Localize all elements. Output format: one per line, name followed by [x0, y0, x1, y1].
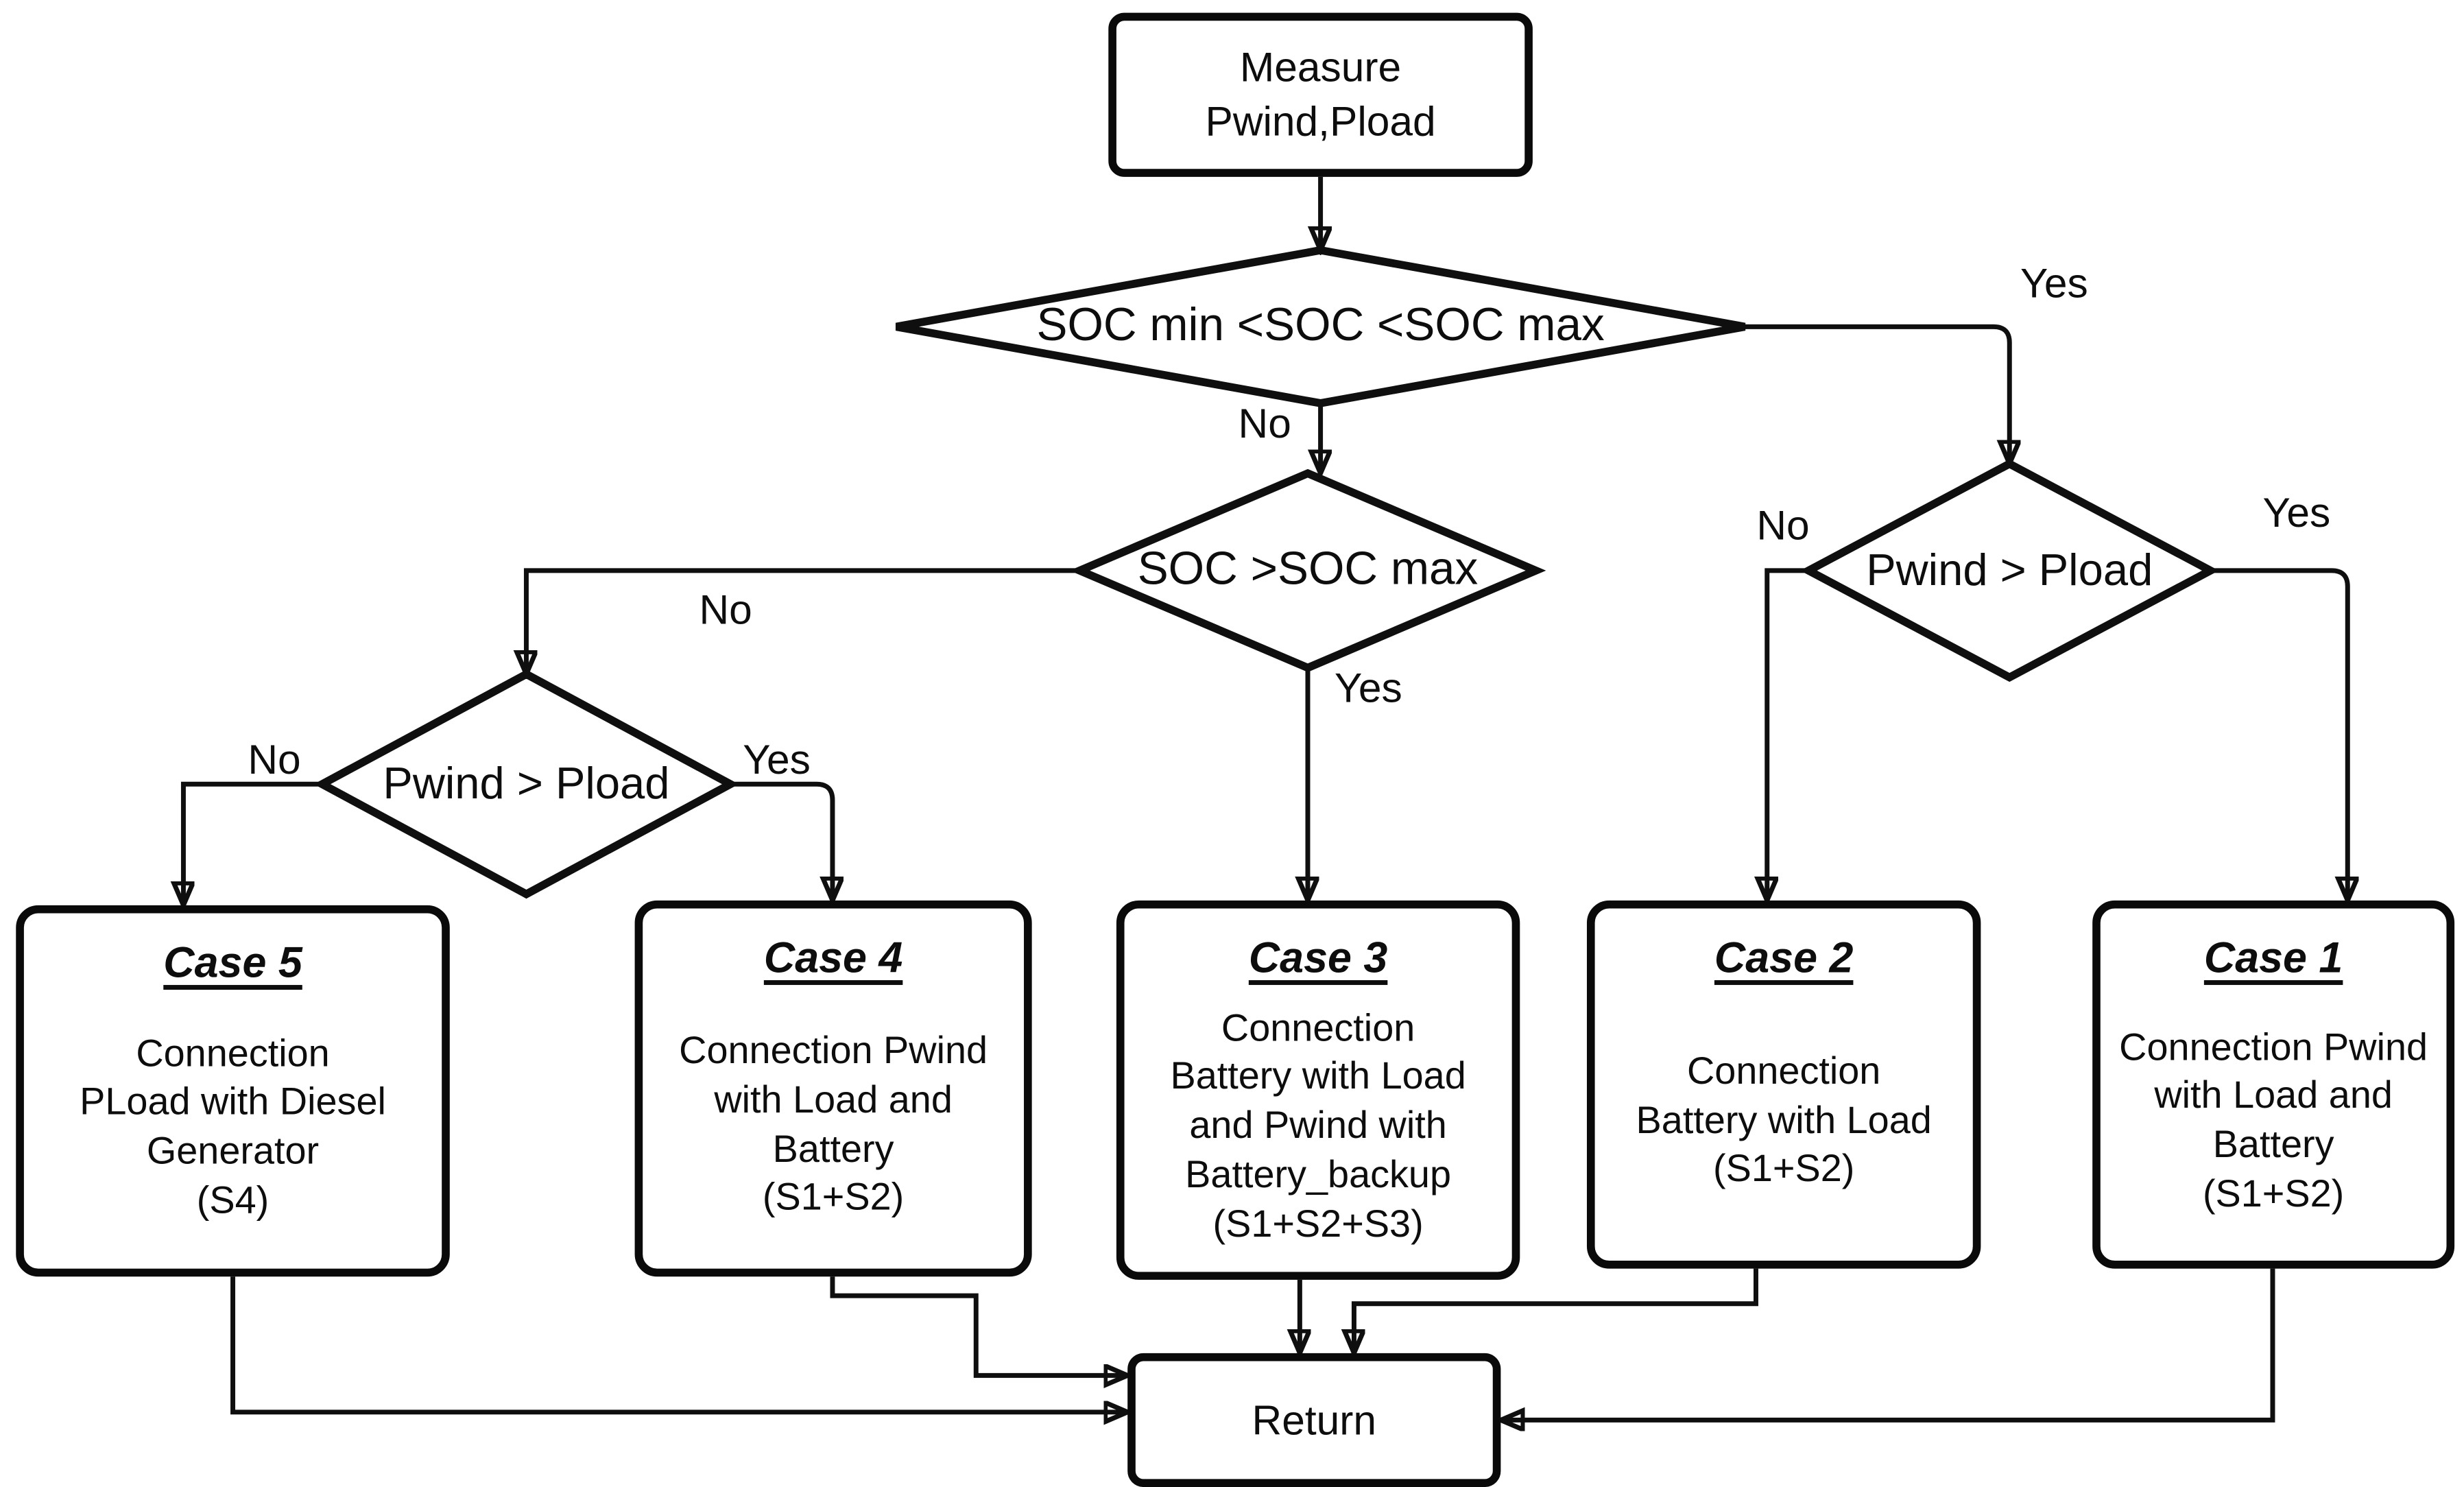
case4-body: Connection Pwind with Load and Battery (…: [679, 1030, 988, 1220]
connector-pwind-right-no-to-case2: [1767, 568, 1809, 901]
connector-soc-range-yes: [1745, 324, 2009, 464]
connector-pwind-right-yes-to-case1: [2210, 568, 2347, 901]
case3-body: Connection Battery with Load and Pwind w…: [1170, 1006, 1466, 1246]
case1-body: Connection Pwind with Load and Battery (…: [2119, 1025, 2428, 1216]
start-box-label: Measure Pwind,Pload: [1205, 43, 1436, 145]
start-box: Measure Pwind,Pload: [1108, 12, 1533, 177]
label-soc-range-no: No: [1238, 399, 1291, 447]
decision-pwind-pload-right-diamond: [1799, 459, 2219, 682]
case5-body: Connection PLoad with Diesel Generator (…: [80, 1032, 386, 1222]
label-soc-max-no: No: [699, 585, 752, 634]
case3-title: Case 3: [1248, 933, 1388, 982]
case5-title: Case 5: [163, 938, 302, 987]
case2-body: Connection Battery with Load (S1+S2): [1636, 1050, 1932, 1191]
connector-case1-to-return: [1500, 1268, 2275, 1420]
case3-box: Case 3 Connection Battery with Load and …: [1116, 900, 1520, 1280]
decision-soc-max-diamond: [1069, 468, 1546, 672]
connector-soc-max-no: [526, 568, 1080, 674]
label-pwind-right-yes: Yes: [2262, 488, 2331, 536]
connector-case4-to-return: [830, 1276, 1127, 1375]
case5-box: Case 5 Connection PLoad with Diesel Gene…: [16, 905, 450, 1277]
case4-box: Case 4 Connection Pwind with Load and Ba…: [634, 900, 1032, 1277]
label-pwind-left-yes: Yes: [743, 735, 811, 784]
label-pwind-left-no: No: [248, 735, 301, 784]
return-box-label: Return: [1252, 1395, 1377, 1444]
return-box: Return: [1127, 1353, 1501, 1487]
connector-case5-to-return: [230, 1276, 1128, 1412]
connector-pwind-left-no-to-case5: [183, 781, 322, 905]
connector-pwind-left-yes-to-case4: [730, 781, 833, 901]
decision-soc-max-label: SOC >SOC max: [1137, 544, 1479, 595]
label-soc-range-yes: Yes: [2020, 259, 2088, 307]
case2-title: Case 2: [1714, 933, 1854, 982]
case2-box: Case 2 Connection Battery with Load (S1+…: [1586, 900, 1981, 1269]
decision-pwind-pload-left-diamond: [313, 669, 739, 899]
case1-box: Case 1 Connection Pwind with Load and Ba…: [2092, 900, 2455, 1269]
decision-pwind-pload-right-label: Pwind > Pload: [1866, 545, 2153, 595]
decision-soc-range-label: SOC min <SOC <SOC max: [1036, 300, 1605, 352]
label-pwind-right-no: No: [1756, 501, 1810, 549]
decision-pwind-pload-left-label: Pwind > Pload: [383, 759, 670, 809]
label-soc-max-yes: Yes: [1335, 663, 1402, 712]
case4-title: Case 4: [763, 933, 903, 982]
case1-title: Case 1: [2203, 933, 2343, 982]
connector-case2-to-return: [1354, 1268, 1758, 1353]
